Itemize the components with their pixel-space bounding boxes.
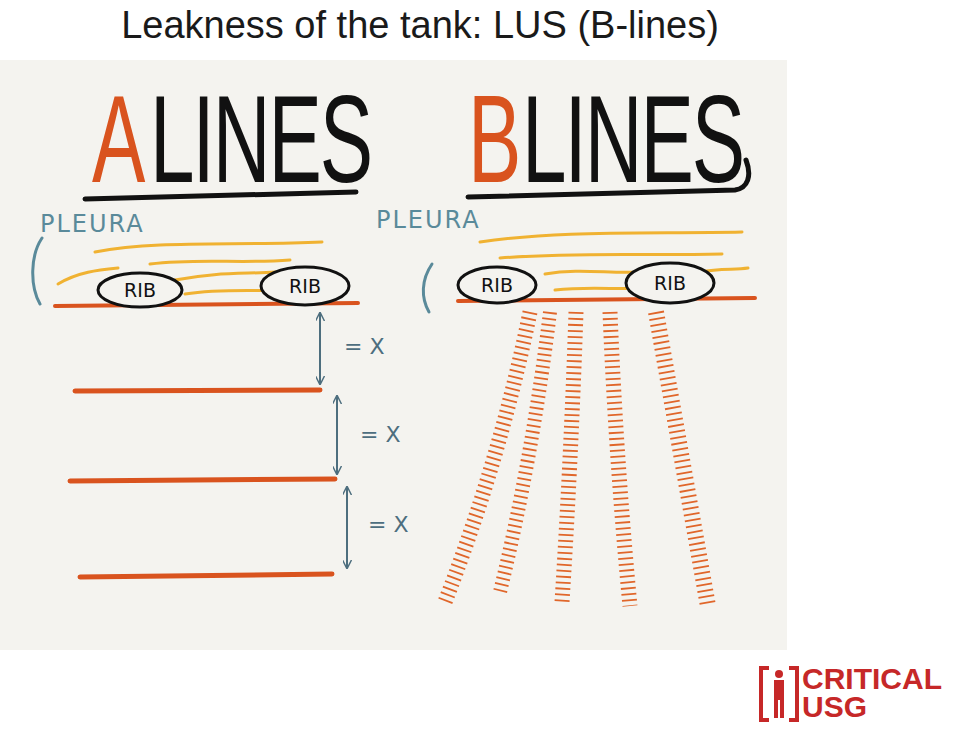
rib-ellipse: RIB: [259, 265, 351, 307]
b-line: [500, 312, 550, 592]
heading-word: LINES: [150, 78, 371, 202]
a-line: [70, 479, 335, 481]
logo-text: CRITICAL: [802, 664, 942, 694]
b-line: [562, 312, 576, 602]
b-line: [610, 312, 630, 606]
rib-label: RIB: [124, 280, 156, 301]
logo-icon: [761, 668, 797, 720]
logo-body: [774, 680, 784, 700]
slide-title: Leakness of the tank: LUS (B-lines): [0, 6, 840, 44]
tissue-line: [500, 254, 722, 258]
logo-bracket: [761, 668, 769, 720]
logo-leg: [780, 700, 784, 718]
distance-label: = X: [344, 336, 385, 358]
tissue-line: [175, 272, 275, 280]
logo-bracket: [789, 668, 797, 720]
logo-leg: [774, 700, 778, 718]
a-line: [80, 574, 332, 577]
pleura-bracket: [33, 238, 42, 304]
rib-outline-shape: [98, 273, 182, 307]
heading-letter: B: [468, 78, 521, 202]
tissue-line: [480, 232, 742, 242]
distance-arrow: [319, 313, 321, 384]
b-line: [445, 312, 530, 602]
rib-ellipse: RIB: [96, 271, 184, 309]
rib-label: RIB: [654, 273, 686, 294]
rib-ellipse: RIB: [456, 265, 538, 305]
heading-word: LINES: [522, 78, 743, 202]
distance-label: = X: [360, 424, 401, 446]
pleura-label: PLEURA: [40, 212, 145, 236]
rib-text-wrap: RIB: [624, 261, 716, 305]
b-line: [656, 312, 708, 606]
tissue-line: [95, 242, 322, 252]
rib-text-wrap: RIB: [259, 265, 351, 307]
whiteboard-panel: [0, 60, 787, 650]
rib-text-wrap: RIB: [96, 271, 184, 309]
rib-ellipse: RIB: [624, 261, 716, 305]
logo-text: USG: [802, 692, 867, 722]
distance-label: = X: [368, 514, 409, 536]
pleura-label: PLEURA: [376, 208, 481, 232]
rib-outline-shape: [626, 263, 714, 303]
rib-outline-shape: [458, 267, 536, 303]
rib-label: RIB: [289, 276, 321, 297]
logo-head: [775, 670, 783, 678]
pleura-bracket: [423, 264, 432, 312]
distance-arrow: [346, 487, 348, 568]
tissue-line: [150, 260, 290, 264]
distance-arrow: [336, 396, 338, 474]
rib-text-wrap: RIB: [456, 265, 538, 305]
rib-label: RIB: [481, 275, 513, 296]
tissue-line: [545, 271, 640, 274]
rib-outline-shape: [261, 267, 349, 305]
heading-letter: A: [92, 78, 145, 202]
a-line: [75, 390, 320, 391]
